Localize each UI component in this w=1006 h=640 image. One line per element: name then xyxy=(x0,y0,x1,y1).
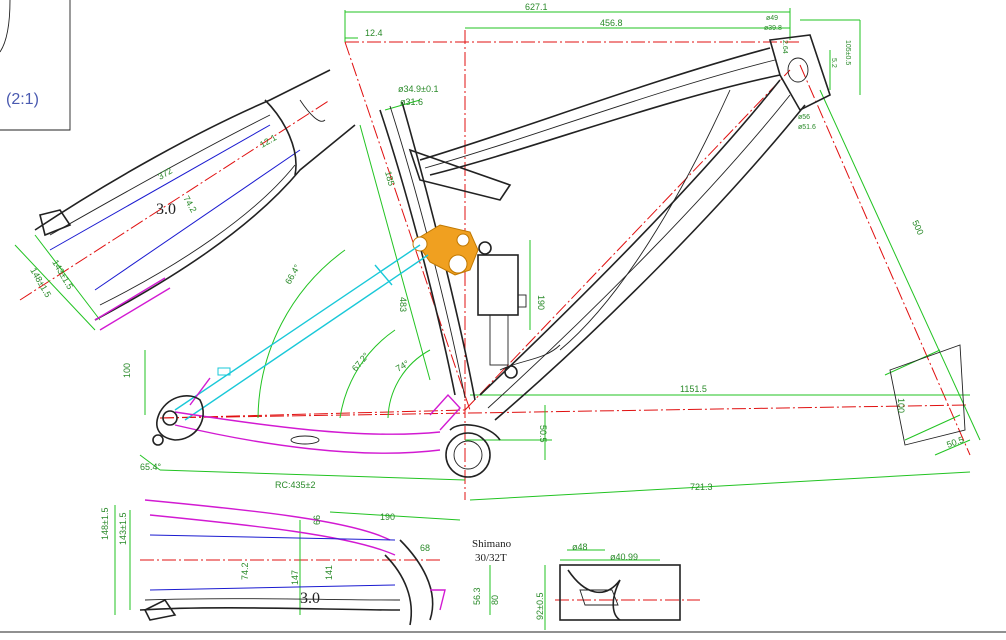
dim-wheelbase: 1151.5 xyxy=(680,384,707,394)
chainstay-detail xyxy=(0,499,1006,633)
dim-front-100: 100 xyxy=(896,398,906,413)
scale-box: (2:1) xyxy=(0,0,71,131)
rocker-link xyxy=(412,224,479,276)
dim-seat-angle: 66.4° xyxy=(283,262,302,286)
dim-ht-bot-d2: ø51.6 xyxy=(798,124,816,131)
dim-offset: 12.4 xyxy=(365,28,383,38)
dim-bb-d: ø48 xyxy=(572,542,588,552)
dim-angle-b: 74° xyxy=(394,358,411,374)
rear-shock xyxy=(477,241,527,366)
dim-cs-56: 56.3 xyxy=(472,587,482,605)
dim-cs-147: 147 xyxy=(290,570,300,585)
dim-cs-w2: 143±1.5 xyxy=(118,513,128,545)
dim-reach: 456.8 xyxy=(600,18,623,28)
main-frame xyxy=(379,34,831,478)
dim-ht-a: 2.64 xyxy=(781,40,788,54)
dim-ht-top-d: ø49 xyxy=(766,15,778,22)
dimension-lines xyxy=(14,8,981,630)
dim-down-len: 500 xyxy=(910,219,925,237)
dim-ht-b: 5.2 xyxy=(830,58,837,68)
head-tube-section xyxy=(889,344,966,446)
chainstay xyxy=(174,377,461,454)
dim-chainstay: RC:435±2 xyxy=(275,480,315,490)
dim-cs-66: 66 xyxy=(312,515,322,525)
seatstay-detail xyxy=(34,69,356,331)
dim-dropout-100: 100 xyxy=(122,363,132,378)
dim-ht-top-d2: ø39.8 xyxy=(764,25,782,32)
dim-ht-bot-d: ø56 xyxy=(798,114,810,121)
dim-st-height: 483 xyxy=(398,297,408,312)
dim-cs-68: 68 xyxy=(420,543,430,553)
dim-bb-d2: ø40.99 xyxy=(610,552,638,562)
dim-cs-74: 74.2 xyxy=(240,562,250,580)
bb-shell-detail xyxy=(559,564,681,621)
dim-st-d: ø34.9±0.1 xyxy=(398,84,438,94)
dim-cs-141: 141 xyxy=(324,565,334,580)
thickness-top: 3.0 xyxy=(156,201,176,218)
thickness-bottom: 3.0 xyxy=(300,590,320,607)
dim-bb-drop: 50.5 xyxy=(538,425,548,443)
dim-ht-len: 105±0.5 xyxy=(844,40,851,65)
dim-ss-len: 372 xyxy=(156,166,174,182)
dim-st-len: 185 xyxy=(383,170,397,187)
crank-note-2: 30/32T xyxy=(475,552,507,564)
dim-cs-80: 80 xyxy=(490,595,500,605)
dim-ss-w2: 148±1.5 xyxy=(28,266,53,299)
dim-shock-len: 190 xyxy=(536,295,546,310)
dim-dropout-angle: 65.4° xyxy=(140,462,162,472)
dim-bb-len: 92±0.5 xyxy=(535,593,545,620)
dim-angle-a: 67.2° xyxy=(350,350,371,373)
seatstay xyxy=(174,244,429,421)
dim-cs-190: 190 xyxy=(380,512,395,522)
dim-st-d2: ø31.6 xyxy=(400,97,423,107)
dim-top-overall: 627.1 xyxy=(525,2,548,12)
dim-cs-w1: 148±1.5 xyxy=(100,508,110,540)
rear-dropout xyxy=(152,395,204,446)
dim-ss-gap: 74.2 xyxy=(181,194,198,214)
dim-front-50: 50.5 xyxy=(945,434,965,449)
dim-stack: 721.3 xyxy=(690,482,713,492)
scale-label: (2:1) xyxy=(6,91,39,108)
crank-note-1: Shimano xyxy=(472,538,512,550)
